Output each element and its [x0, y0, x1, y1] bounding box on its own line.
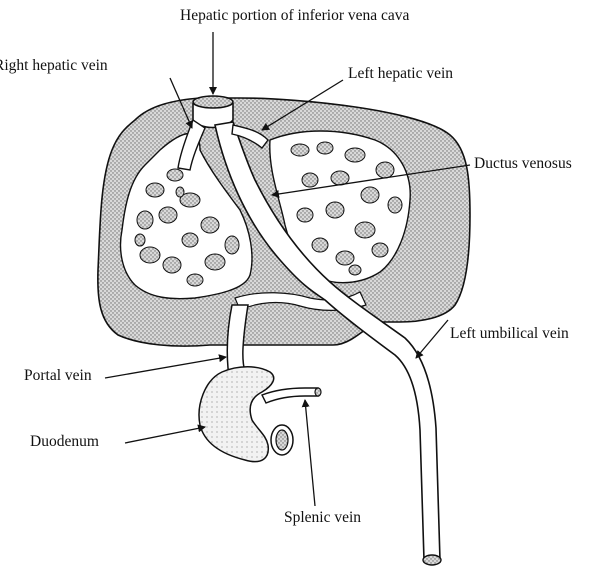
duodenum-arrow: [125, 427, 205, 443]
splenic-arrow: [305, 400, 315, 506]
label-right-hepatic-vein: Right hepatic vein: [0, 58, 108, 74]
label-portal-vein: Portal vein: [24, 368, 92, 384]
ivc-cut-end: [193, 96, 233, 108]
umbilical-cut-end: [423, 555, 441, 565]
label-splenic-vein: Splenic vein: [284, 510, 361, 526]
label-duodenum: Duodenum: [30, 434, 99, 450]
duodenum: [199, 367, 274, 462]
label-inferior-vena-cava: Hepatic portion of inferior vena cava: [180, 8, 409, 24]
label-ductus-venosus: Ductus venosus: [474, 156, 572, 172]
label-left-umbilical-vein: Left umbilical vein: [450, 326, 569, 342]
duodenum-lumen: [276, 430, 288, 450]
splenic-vein: [262, 388, 318, 403]
umbilical-arrow: [416, 320, 448, 358]
portal-arrow: [105, 357, 226, 378]
label-left-hepatic-vein: Left hepatic vein: [348, 66, 453, 82]
